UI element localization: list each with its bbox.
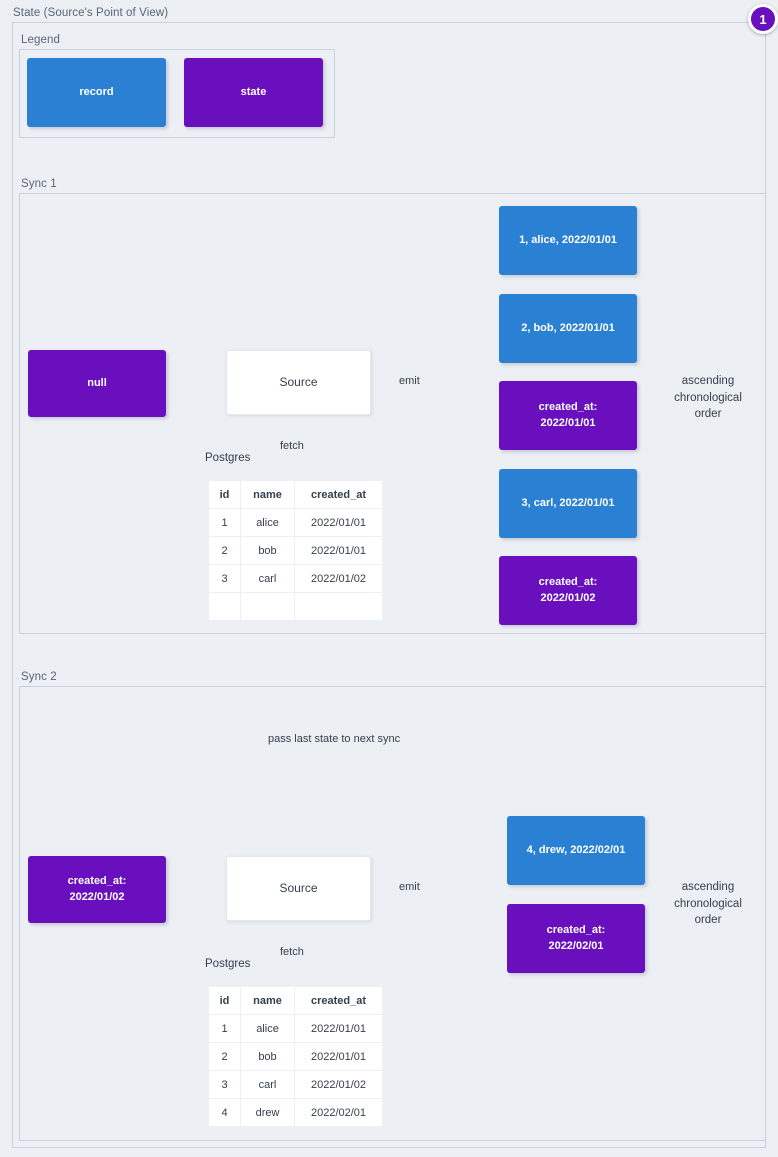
sync1-source-label: Source [279, 374, 318, 389]
cell-id [208, 592, 241, 621]
sync1-emitted-record-1-label: 1, alice, 2022/01/01 [519, 233, 617, 246]
sync2-postgres-table: id name created_at 1 alice 2022/01/01 2 … [208, 986, 383, 1127]
cell-created-at: 2022/01/01 [294, 536, 383, 565]
sync2-emit-label: emit [396, 881, 423, 893]
sync1-source-node: Source [226, 350, 371, 415]
table-row: 4 drew 2022/02/01 [208, 1098, 383, 1127]
cell-name: drew [240, 1098, 295, 1127]
table-row: 1 alice 2022/01/01 [208, 1014, 383, 1043]
sync1-emitted-state-1-label: created_at: 2022/01/01 [538, 400, 598, 429]
sync1-table-wrap: id name created_at 1 alice 2022/01/01 2 … [208, 480, 383, 621]
sync2-emitted-state-1-label: created_at: 2022/02/01 [546, 923, 606, 952]
table-row: 3 carl 2022/01/02 [208, 564, 383, 593]
table-row: 2 bob 2022/01/01 [208, 1042, 383, 1071]
sync2-table-wrap: id name created_at 1 alice 2022/01/01 2 … [208, 986, 383, 1127]
sync2-source-label: Source [279, 880, 318, 895]
cell-created-at: 2022/01/01 [294, 1014, 383, 1043]
cell-created-at: 2022/01/01 [294, 1042, 383, 1071]
sync2-emitted-record-1-label: 4, drew, 2022/02/01 [526, 843, 626, 856]
sync2-emitted-state-1: created_at: 2022/02/01 [507, 904, 645, 973]
cell-name: alice [240, 1014, 295, 1043]
legend-swatch-record-label: record [79, 85, 114, 98]
column-header-id: id [208, 986, 241, 1015]
column-header-created-at: created_at [294, 986, 383, 1015]
sync1-emitted-record-2-label: 2, bob, 2022/01/01 [521, 321, 615, 334]
cell-created-at: 2022/01/01 [294, 508, 383, 537]
sync1-emitted-record-3: 3, carl, 2022/01/01 [499, 469, 637, 538]
legend-swatch-state: state [184, 58, 323, 127]
cell-name: alice [240, 508, 295, 537]
sync2-label: Sync 2 [21, 671, 57, 683]
step-badge[interactable]: 1 [748, 4, 778, 34]
sync1-emitted-record-2: 2, bob, 2022/01/01 [499, 294, 637, 363]
sync2-db-label: Postgres [205, 958, 251, 970]
sync1-emitted-state-2: created_at: 2022/01/02 [499, 556, 637, 625]
sync2-fetch-label: fetch [277, 946, 307, 958]
cell-created-at: 2022/01/02 [294, 1070, 383, 1099]
table-header-row: id name created_at [208, 480, 383, 509]
sync1-order-label: ascending chronological order [662, 373, 754, 424]
table-header-row: id name created_at [208, 986, 383, 1015]
cell-name: carl [240, 1070, 295, 1099]
sync1-emit-label: emit [396, 375, 423, 387]
sync1-emitted-record-3-label: 3, carl, 2022/01/01 [521, 496, 615, 509]
cell-id: 3 [208, 564, 241, 593]
cell-id: 1 [208, 508, 241, 537]
sync1-label: Sync 1 [21, 178, 57, 190]
cell-id: 4 [208, 1098, 241, 1127]
column-header-name: name [240, 480, 295, 509]
cell-created-at [294, 592, 383, 621]
page-title: State (Source's Point of View) [13, 7, 169, 19]
step-badge-number: 1 [759, 11, 767, 27]
sync1-db-label: Postgres [205, 452, 251, 464]
cell-id: 1 [208, 1014, 241, 1043]
table-row: 2 bob 2022/01/01 [208, 536, 383, 565]
cell-id: 3 [208, 1070, 241, 1099]
cell-created-at: 2022/01/02 [294, 564, 383, 593]
sync2-emitted-record-1: 4, drew, 2022/02/01 [507, 816, 645, 885]
sync2-source-node: Source [226, 856, 371, 921]
sync2-order-label: ascending chronological order [662, 879, 754, 930]
sync2-input-state-label: created_at: 2022/01/02 [67, 874, 127, 903]
table-row: 1 alice 2022/01/01 [208, 508, 383, 537]
column-header-created-at: created_at [294, 480, 383, 509]
sync1-emitted-state-1: created_at: 2022/01/01 [499, 381, 637, 450]
sync2-input-state: created_at: 2022/01/02 [28, 856, 166, 923]
sync1-input-state: null [28, 350, 166, 417]
sync1-postgres-table: id name created_at 1 alice 2022/01/01 2 … [208, 480, 383, 621]
column-header-id: id [208, 480, 241, 509]
sync1-fetch-label: fetch [277, 440, 307, 452]
cell-id: 2 [208, 536, 241, 565]
sync1-emitted-state-2-label: created_at: 2022/01/02 [538, 575, 598, 604]
sync1-emitted-record-1: 1, alice, 2022/01/01 [499, 206, 637, 275]
column-header-name: name [240, 986, 295, 1015]
legend-swatch-state-label: state [240, 85, 267, 98]
cell-name: bob [240, 1042, 295, 1071]
legend-swatch-record: record [27, 58, 166, 127]
pass-last-state-label: pass last state to next sync [265, 733, 404, 745]
cell-id: 2 [208, 1042, 241, 1071]
table-row-empty [208, 592, 383, 621]
cell-name: carl [240, 564, 295, 593]
legend-label: Legend [21, 34, 60, 46]
cell-created-at: 2022/02/01 [294, 1098, 383, 1127]
table-row: 3 carl 2022/01/02 [208, 1070, 383, 1099]
cell-name [240, 592, 295, 621]
cell-name: bob [240, 536, 295, 565]
sync1-input-state-label: null [87, 376, 107, 389]
